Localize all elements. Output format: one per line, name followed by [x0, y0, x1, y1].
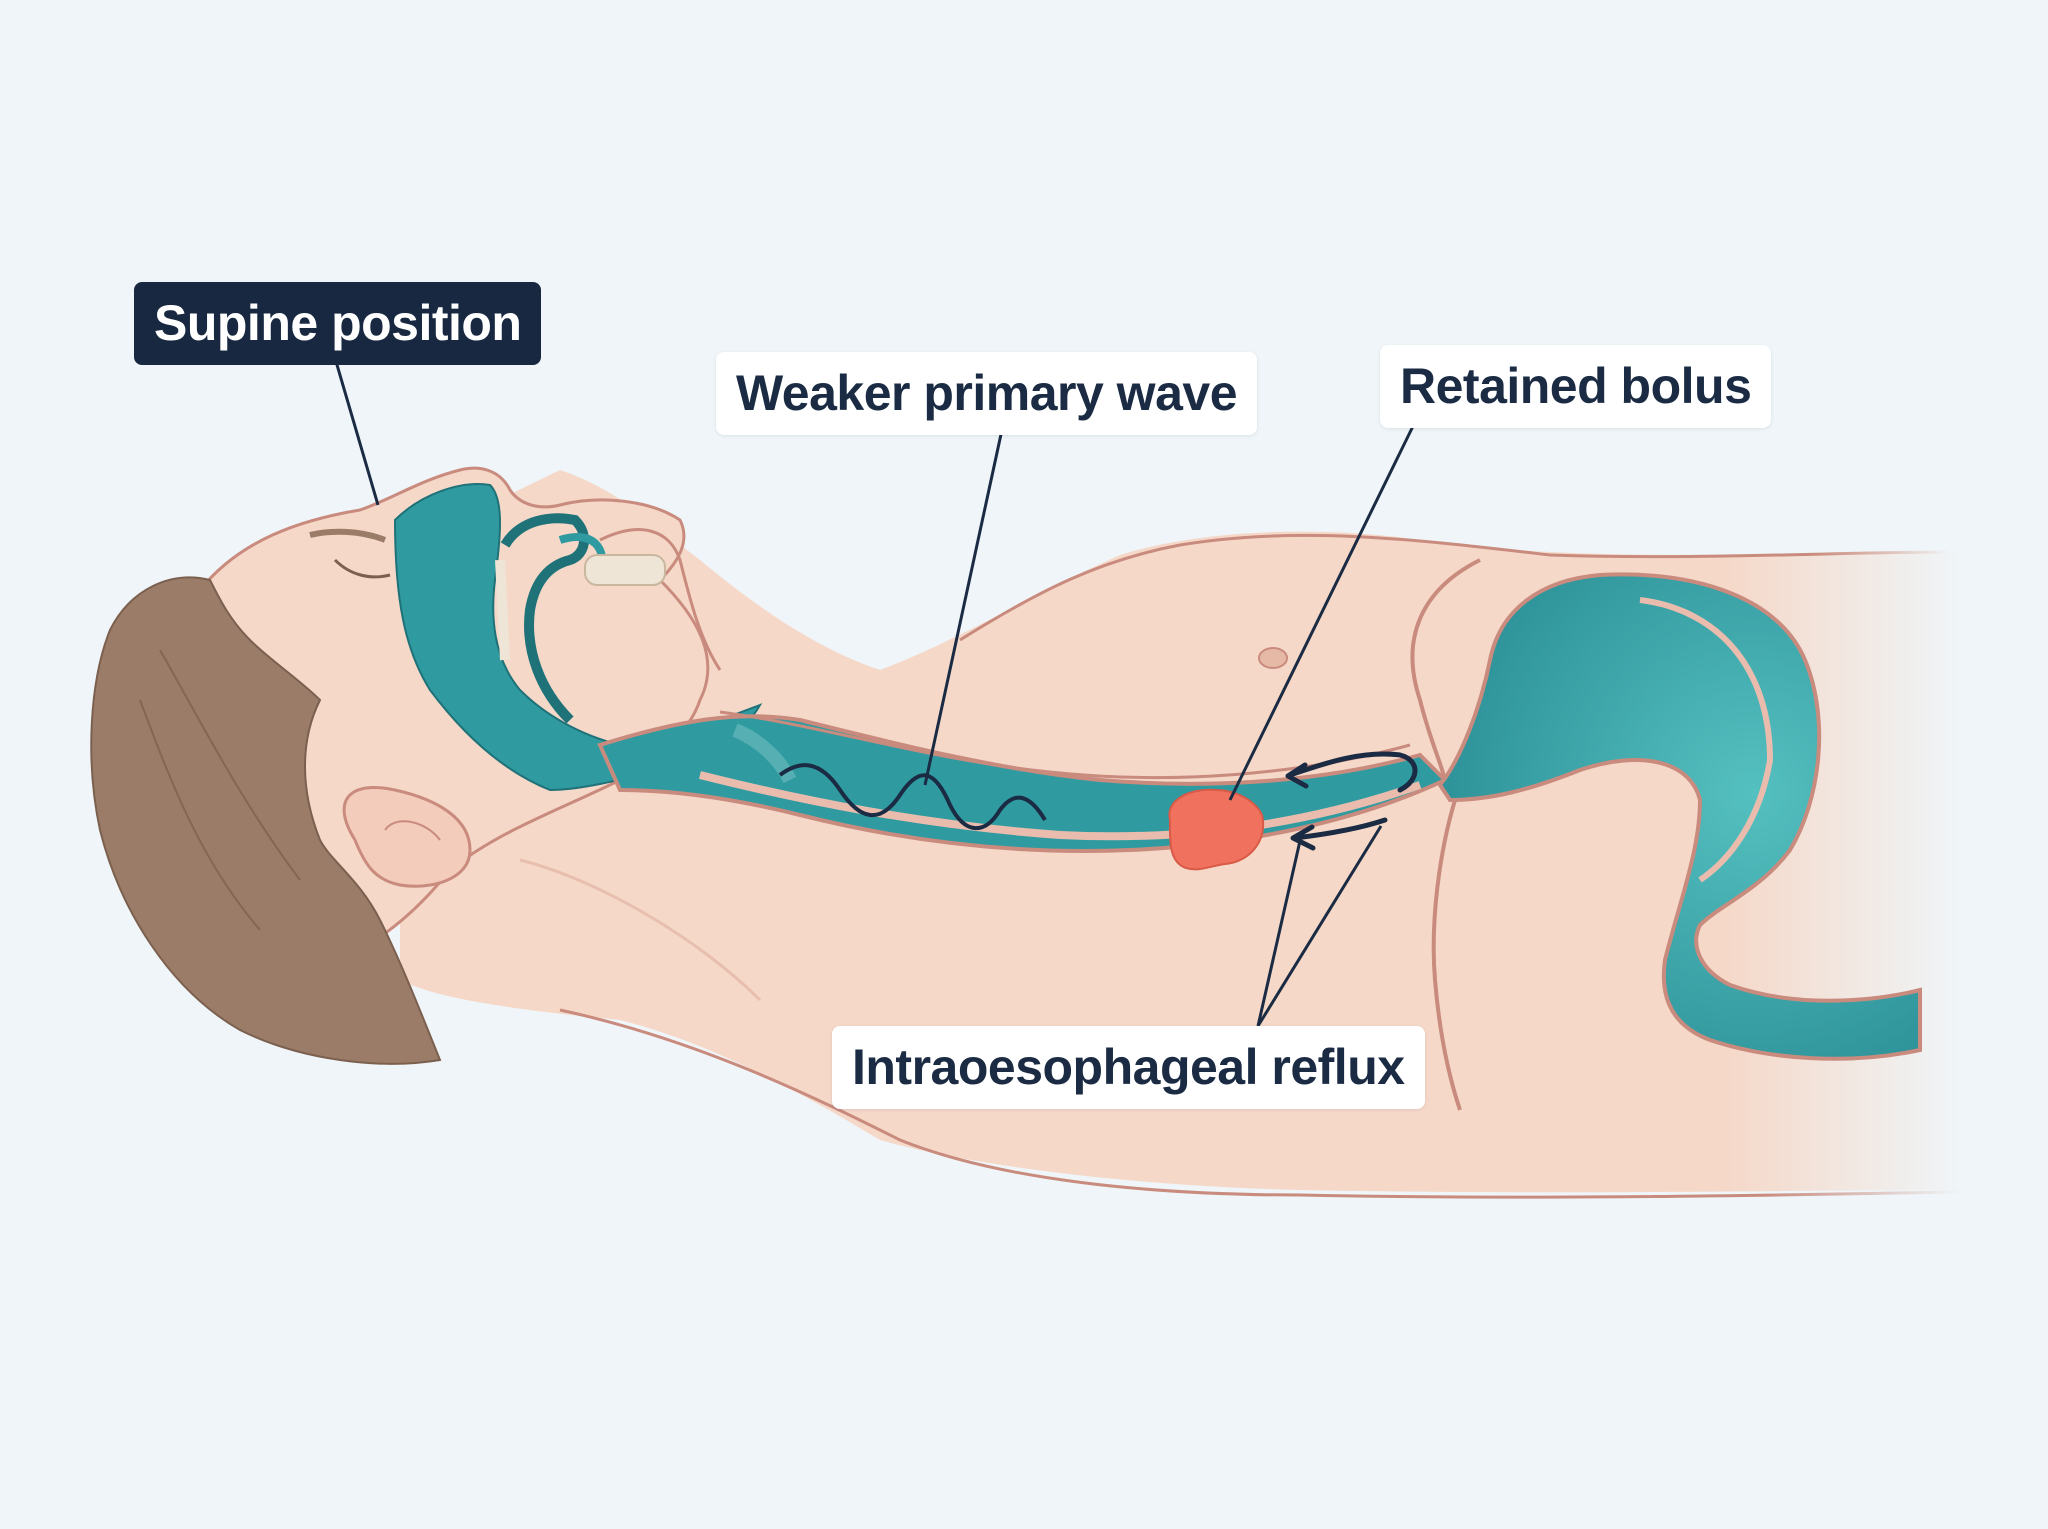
hair-strand — [139, 699, 261, 931]
leader-line-supine — [333, 357, 380, 506]
shoulder-shading — [519, 858, 762, 1002]
leader-line-reflux-b — [1256, 825, 1383, 1027]
label-retained-bolus: Retained bolus — [1380, 345, 1772, 428]
diaphragm-upper — [1410, 558, 1481, 781]
vertebra-segment — [495, 559, 510, 661]
stomach — [1437, 572, 1922, 1061]
primary-wave-squiggle — [778, 763, 1047, 831]
hair — [90, 576, 442, 1065]
reflux-arrow-lower — [1292, 817, 1388, 841]
leader-line-bolus — [1228, 417, 1419, 801]
reflux-arrows — [1285, 751, 1418, 851]
label-weaker-primary-wave: Weaker primary wave — [716, 352, 1257, 435]
ear — [342, 785, 472, 888]
chin-outline — [599, 528, 722, 671]
reflux-arrow-upper — [1287, 751, 1418, 793]
leader-line-reflux-a — [1256, 831, 1304, 1027]
oesophageal-wall-lower — [699, 771, 1422, 841]
reflux-arrowhead-lower — [1290, 824, 1316, 851]
stomach-wall-highlight — [1639, 597, 1774, 883]
translucent-segment — [732, 723, 797, 784]
label-intraoesophageal-reflux: Intraoesophageal reflux — [832, 1026, 1425, 1109]
chest-outline — [959, 533, 1951, 642]
reflux-arrowhead-upper — [1285, 762, 1309, 789]
upper-airway — [393, 483, 763, 792]
hair-strand — [159, 649, 301, 881]
label-supine-position: Supine position — [134, 282, 542, 365]
nipple — [1258, 647, 1288, 669]
hyoid-bone — [584, 554, 666, 586]
soft-palate — [500, 513, 589, 724]
back-outline — [559, 1008, 1961, 1199]
closed-eye — [333, 558, 391, 579]
head — [90, 466, 710, 1065]
stomach-body — [1437, 572, 1922, 1061]
diaphragm — [1410, 558, 1481, 1111]
ear-detail — [384, 820, 441, 841]
retained-bolus-shape — [1168, 788, 1265, 871]
eyebrow — [309, 528, 387, 543]
leader-lines — [333, 357, 1419, 1027]
diaphragm-lower — [1431, 799, 1462, 1111]
leader-line-wave — [923, 424, 1005, 786]
